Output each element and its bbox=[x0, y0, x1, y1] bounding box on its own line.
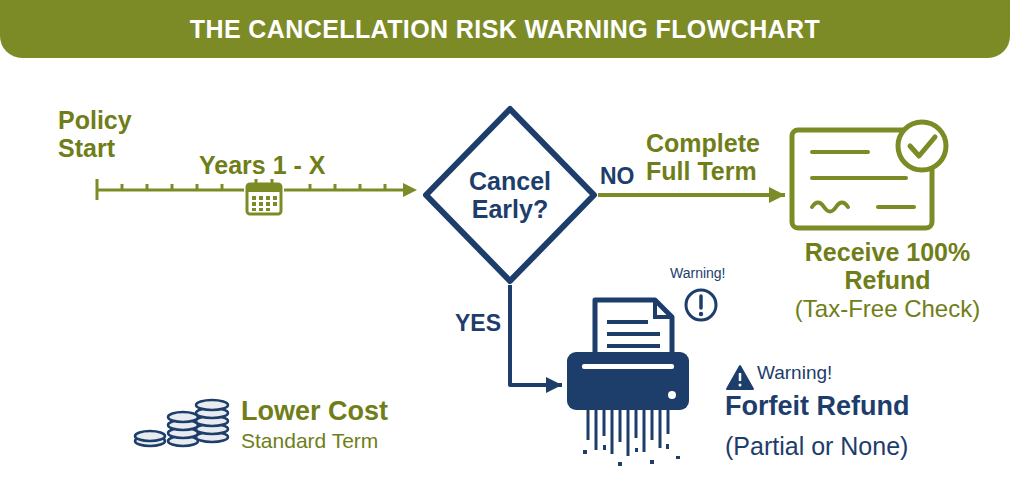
calendar-day bbox=[266, 202, 270, 206]
timeline-tick bbox=[146, 184, 149, 190]
paper-fold bbox=[655, 300, 672, 317]
timeline-tick bbox=[121, 184, 124, 190]
timeline-arrowhead bbox=[403, 183, 417, 197]
shred-particle bbox=[676, 456, 680, 459]
warning-circle bbox=[686, 290, 716, 320]
node-text: Forfeit Refund bbox=[725, 391, 922, 422]
shred-strip bbox=[595, 410, 598, 450]
shred-strip bbox=[627, 410, 630, 456]
calendar-icon bbox=[247, 184, 281, 214]
calendar-ring bbox=[271, 179, 274, 188]
checkmark-badge bbox=[898, 122, 946, 170]
shredder-node: Warning! Forfeit Refund (Partial or None) bbox=[562, 295, 922, 475]
calendar-day bbox=[259, 208, 263, 211]
shred-particle bbox=[583, 450, 587, 454]
cost-note: Standard Term bbox=[241, 429, 421, 453]
calendar-header bbox=[247, 184, 281, 192]
calendar-day bbox=[252, 202, 256, 206]
decision-diamond: Cancel Early? bbox=[422, 105, 598, 285]
shred-strip bbox=[619, 410, 622, 442]
calendar-day bbox=[259, 202, 263, 206]
calendar-day bbox=[252, 208, 256, 211]
shredder-light bbox=[668, 391, 676, 399]
branch-label: NO bbox=[600, 163, 660, 189]
timeline-tick bbox=[196, 184, 199, 190]
paper-line bbox=[607, 320, 648, 324]
shred-strip bbox=[667, 410, 670, 434]
shred-particle bbox=[666, 444, 669, 449]
warning-note: Warning! bbox=[670, 266, 750, 282]
connector-arrow bbox=[510, 285, 562, 385]
shredder-slot bbox=[582, 364, 674, 369]
calendar-day bbox=[273, 202, 277, 206]
shred-particle bbox=[618, 462, 622, 466]
shred-strip bbox=[651, 410, 654, 440]
title-band: THE CANCELLATION RISK WARNING FLOWCHART bbox=[0, 0, 1010, 58]
calendar-day bbox=[259, 196, 263, 200]
cost-heading: Lower Cost bbox=[241, 396, 421, 427]
calendar-day bbox=[273, 196, 277, 200]
coin bbox=[196, 400, 228, 410]
branch-outcome-label: Complete Full Term bbox=[646, 129, 771, 186]
warning-triangle bbox=[727, 366, 753, 389]
check-line bbox=[812, 150, 868, 154]
calendar-day bbox=[266, 208, 270, 211]
timeline-tick bbox=[359, 184, 362, 190]
shred-strip bbox=[643, 410, 646, 452]
shred-particle bbox=[650, 460, 654, 464]
refund-check-node: Receive 100% Refund(Tax-Free Check) bbox=[785, 112, 990, 327]
timeline-tick bbox=[171, 184, 174, 190]
node-text: (Tax-Free Check) bbox=[785, 295, 990, 322]
warning-mark bbox=[699, 296, 703, 308]
timeline-period-label: Years 1 - X bbox=[199, 151, 359, 179]
warning-dot bbox=[699, 312, 703, 316]
timeline-tick bbox=[334, 184, 337, 190]
shred-strip bbox=[611, 410, 614, 454]
timeline-line bbox=[284, 189, 405, 192]
connector-arrow bbox=[598, 193, 785, 197]
check-line bbox=[878, 205, 914, 209]
shred-strip bbox=[587, 410, 590, 440]
coin bbox=[168, 412, 198, 422]
calendar-day bbox=[266, 196, 270, 200]
timeline-tick bbox=[384, 184, 387, 190]
shredder-body bbox=[567, 352, 689, 410]
node-heading: Receive 100% Refund bbox=[785, 238, 990, 295]
check-signature bbox=[812, 203, 848, 212]
shred-strip bbox=[603, 410, 606, 436]
node-text: (Partial or None) bbox=[725, 432, 922, 460]
calendar-day bbox=[252, 196, 256, 200]
calendar-ring bbox=[255, 179, 258, 188]
timeline-tick bbox=[309, 184, 312, 190]
coin bbox=[135, 431, 165, 441]
timeline-tick bbox=[221, 184, 224, 190]
checkmark bbox=[910, 137, 935, 156]
node-heading: Warning! bbox=[757, 362, 897, 383]
title-text: THE CANCELLATION RISK WARNING FLOWCHART bbox=[0, 0, 1010, 58]
warning-mark bbox=[739, 373, 742, 381]
shred-particle bbox=[635, 448, 638, 452]
branch-label: YES bbox=[455, 310, 515, 336]
shred-strip bbox=[635, 410, 638, 438]
shred-particle bbox=[603, 445, 606, 450]
timeline-start-label: Policy Start bbox=[58, 106, 158, 163]
node-heading: Cancel Early? bbox=[440, 105, 580, 285]
paper-line bbox=[607, 332, 660, 336]
warning-dot bbox=[739, 384, 742, 387]
shred-strip bbox=[659, 410, 662, 448]
check-line bbox=[812, 176, 906, 180]
paper-line bbox=[607, 344, 660, 348]
